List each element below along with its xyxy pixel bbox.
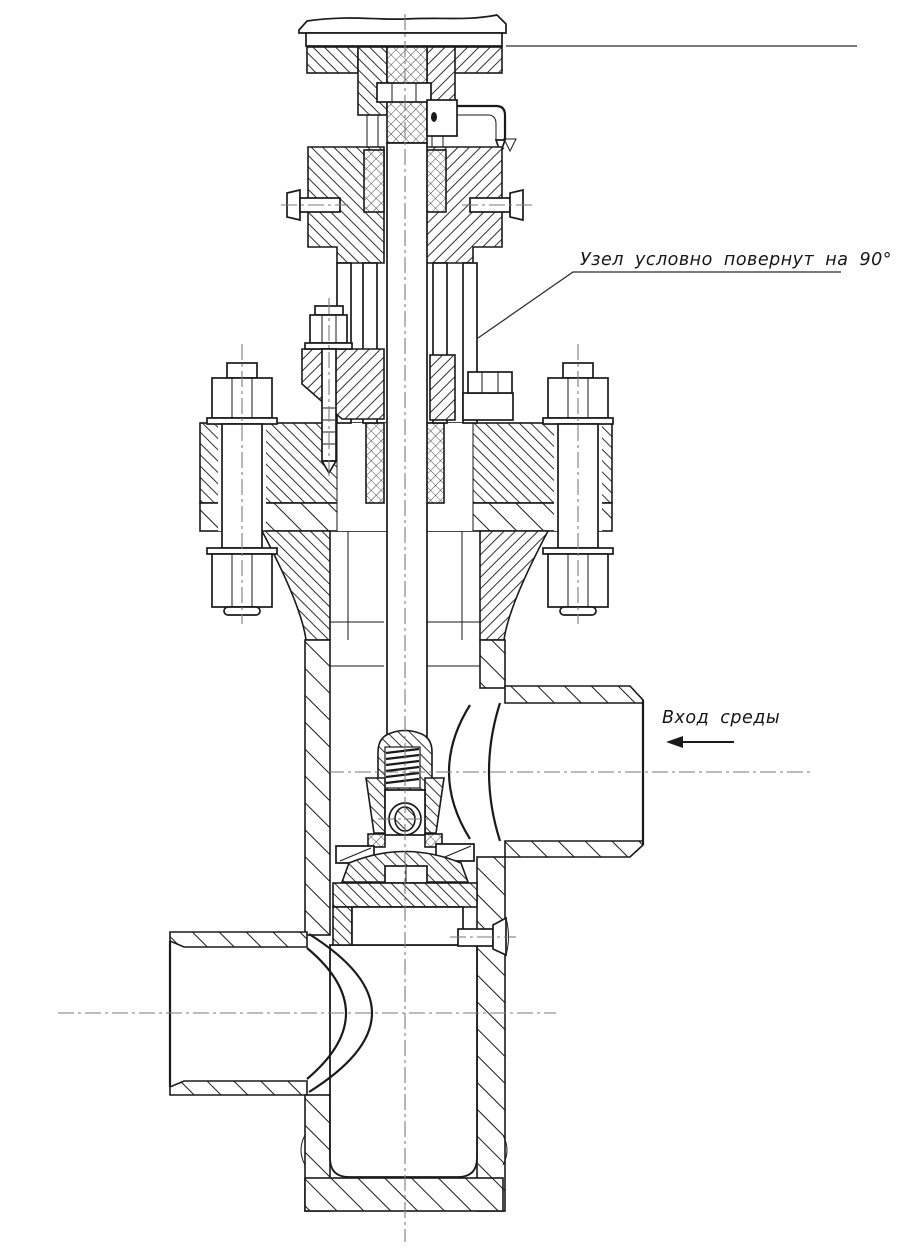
valve-body <box>304 639 506 1212</box>
rotation-leader-line <box>477 271 841 339</box>
inlet-annotation: Вход среды <box>662 708 780 748</box>
lubricator-fitting <box>426 99 507 156</box>
rotation-annotation: Узел условно повернут на 90° <box>477 250 892 339</box>
packing-right <box>425 149 447 213</box>
outlet-pipe <box>168 931 308 1096</box>
rotation-annotation-text: Узел условно повернут на 90° <box>580 250 892 270</box>
flow-direction-arrow-icon <box>666 736 734 748</box>
seat-assembly <box>332 843 478 946</box>
centerlines <box>58 14 812 1242</box>
stem-nut <box>376 82 432 103</box>
bottom-cap <box>300 944 508 1212</box>
spring <box>377 729 433 791</box>
inlet-pipe <box>504 685 645 858</box>
packing-left <box>363 149 385 213</box>
inlet-annotation-text: Вход среды <box>662 708 780 728</box>
plug-assembly <box>365 777 445 848</box>
body-cavity <box>329 944 478 1178</box>
gland-nut-right <box>462 371 514 421</box>
stem <box>386 142 428 741</box>
handwheel <box>298 14 507 47</box>
